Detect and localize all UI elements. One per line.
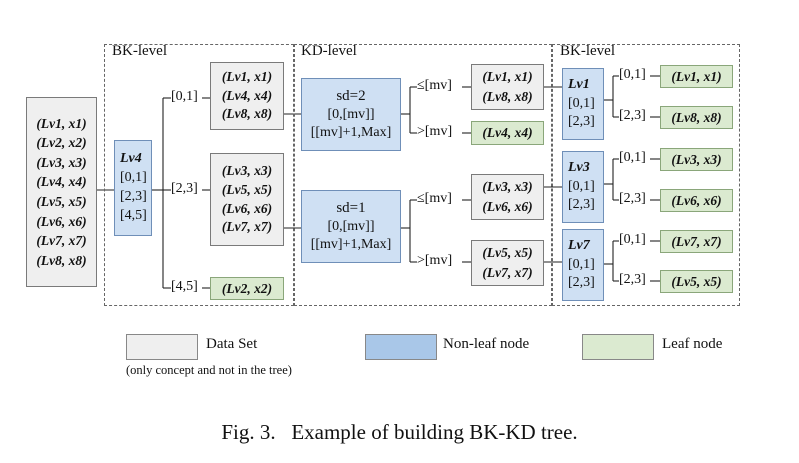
right-edge-label: [2,3] <box>619 108 646 123</box>
kd-node-sd1: sd=1 [0,[mv]] [[mv]+1,Max] <box>301 190 401 263</box>
sub-group-1a-item: (Lv8, x8) <box>482 89 533 104</box>
kd-node-sd1-range: [[mv]+1,Max] <box>310 237 392 253</box>
legend-swatch-data-set <box>126 334 198 360</box>
leaf-lv2-label: (Lv2, x2) <box>221 280 273 296</box>
kd-edge-le: ≤[mv] <box>417 78 452 93</box>
sub-group-2b-item: (Lv5, x5) <box>482 245 533 261</box>
kd-node-sd1-range: [0,[mv]] <box>327 219 375 235</box>
root-node-range: [4,5] <box>120 207 147 223</box>
bk-level-region-left <box>104 44 294 306</box>
kd-level-region <box>294 44 552 306</box>
right-leaf: (Lv8, x8) <box>660 106 733 129</box>
group-b-item: (Lv7, x7) <box>221 219 273 235</box>
right-leaf: (Lv6, x6) <box>660 189 733 212</box>
sub-group-2a: (Lv3, x3) (Lv6, x6) <box>471 174 544 220</box>
sub-group-1a-item: (Lv1, x1) <box>482 69 533 85</box>
right-node-range: [2,3] <box>568 114 595 130</box>
leaf-lv2: (Lv2, x2) <box>210 277 284 300</box>
right-leaf-label: (Lv6, x6) <box>671 192 722 208</box>
group-a-item: (Lv8, x8) <box>221 106 273 122</box>
sub-group-1a: (Lv1, x1) (Lv8, x8) <box>471 64 544 110</box>
root-node-range: [0,1] <box>120 170 147 186</box>
right-node-range: [0,1] <box>568 256 595 272</box>
group-b-box: (Lv3, x3) (Lv5, x5) (Lv6, x6) (Lv7, x7) <box>210 153 284 246</box>
right-edge-label: [2,3] <box>619 272 646 287</box>
right-leaf-label: (Lv3, x3) <box>671 151 722 167</box>
data-set-box: (Lv1, x1) (Lv2, x2) (Lv3, x3) (Lv4, x4) … <box>26 97 97 287</box>
group-a-box: (Lv1, x1) (Lv4, x4) (Lv8, x8) <box>210 62 284 130</box>
bk-level-region-right <box>552 44 740 306</box>
sub-group-2b: (Lv5, x5) (Lv7, x7) <box>471 240 544 286</box>
root-edge-label: [4,5] <box>171 279 198 294</box>
leaf-lv4-label: (Lv4, x4) <box>482 125 533 141</box>
right-node-lv3: Lv3 [0,1] [2,3] <box>562 151 604 223</box>
right-leaf: (Lv3, x3) <box>660 148 733 171</box>
legend-label-data-set: Data Set <box>206 336 258 352</box>
kd-level-label: KD-level <box>301 43 357 59</box>
right-leaf-label: (Lv8, x8) <box>671 109 722 125</box>
kd-edge-gt: >[mv] <box>417 253 453 268</box>
right-node-lv7: Lv7 [0,1] [2,3] <box>562 229 604 301</box>
kd-node-sd1-dim: sd=1 <box>336 199 366 216</box>
right-leaf: (Lv7, x7) <box>660 230 733 253</box>
figure-caption: Fig. 3. Example of building BK-KD tree. <box>221 420 578 444</box>
right-node-range: [2,3] <box>568 197 595 213</box>
right-node-head: Lv1 <box>568 76 590 92</box>
right-node-lv1: Lv1 [0,1] [2,3] <box>562 68 604 140</box>
kd-node-sd2-range: [0,[mv]] <box>327 107 375 123</box>
kd-edge-le: ≤[mv] <box>417 191 452 206</box>
right-leaf: (Lv5, x5) <box>660 270 733 293</box>
root-node-range: [2,3] <box>120 189 147 204</box>
right-node-head: Lv3 <box>568 159 590 175</box>
leaf-lv4: (Lv4, x4) <box>471 121 544 145</box>
right-node-head: Lv7 <box>568 237 590 253</box>
legend-label-leaf: Leaf node <box>662 336 723 352</box>
root-node-head: Lv4 <box>120 151 142 167</box>
right-node-range: [0,1] <box>568 178 595 194</box>
data-set-item: (Lv1, x1) <box>36 115 87 131</box>
data-set-item: (Lv4, x4) <box>36 174 87 190</box>
kd-node-sd2-range: [[mv]+1,Max] <box>310 125 392 141</box>
group-b-item: (Lv6, x6) <box>221 200 273 216</box>
legend-note: (only concept and not in the tree) <box>126 363 292 377</box>
root-node-lv4: Lv4 [0,1] [2,3] [4,5] <box>114 140 152 236</box>
right-edge-label: [2,3] <box>619 191 646 206</box>
legend-label-non-leaf: Non-leaf node <box>443 336 530 352</box>
legend-swatch-non-leaf <box>365 334 437 360</box>
group-b-item: (Lv3, x3) <box>221 162 273 178</box>
kd-edge-gt: >[mv] <box>417 124 453 139</box>
group-b-item: (Lv5, x5) <box>221 181 273 197</box>
data-set-item: (Lv6, x6) <box>36 213 87 229</box>
data-set-item: (Lv7, x7) <box>36 233 87 249</box>
data-set-item: (Lv2, x2) <box>36 135 87 151</box>
right-edge-label: [0,1] <box>619 232 646 247</box>
root-edge-label: [2,3] <box>171 181 198 196</box>
right-leaf: (Lv1, x1) <box>660 65 733 88</box>
right-edge-label: [0,1] <box>619 150 646 165</box>
right-leaf-label: (Lv1, x1) <box>671 68 722 84</box>
bk-level-label-right: BK-level <box>560 43 615 59</box>
right-node-range: [0,1] <box>568 95 595 111</box>
right-node-range: [2,3] <box>568 275 595 291</box>
group-a-item: (Lv1, x1) <box>221 68 273 84</box>
right-leaf-label: (Lv7, x7) <box>671 233 722 249</box>
data-set-item: (Lv3, x3) <box>36 154 87 170</box>
data-set-item: (Lv8, x8) <box>36 252 87 268</box>
sub-group-2a-item: (Lv6, x6) <box>482 199 533 214</box>
right-edge-label: [0,1] <box>619 67 646 82</box>
legend-swatch-leaf <box>582 334 654 360</box>
kd-node-sd2-dim: sd=2 <box>336 87 366 104</box>
group-a-item: (Lv4, x4) <box>221 87 273 103</box>
sub-group-2b-item: (Lv7, x7) <box>482 265 533 280</box>
right-leaf-label: (Lv5, x5) <box>671 273 722 289</box>
sub-group-2a-item: (Lv3, x3) <box>482 179 533 195</box>
kd-node-sd2: sd=2 [0,[mv]] [[mv]+1,Max] <box>301 78 401 151</box>
bk-level-label-left: BK-level <box>112 43 167 59</box>
root-edge-label: [0,1] <box>171 89 198 104</box>
data-set-item: (Lv5, x5) <box>36 194 87 209</box>
